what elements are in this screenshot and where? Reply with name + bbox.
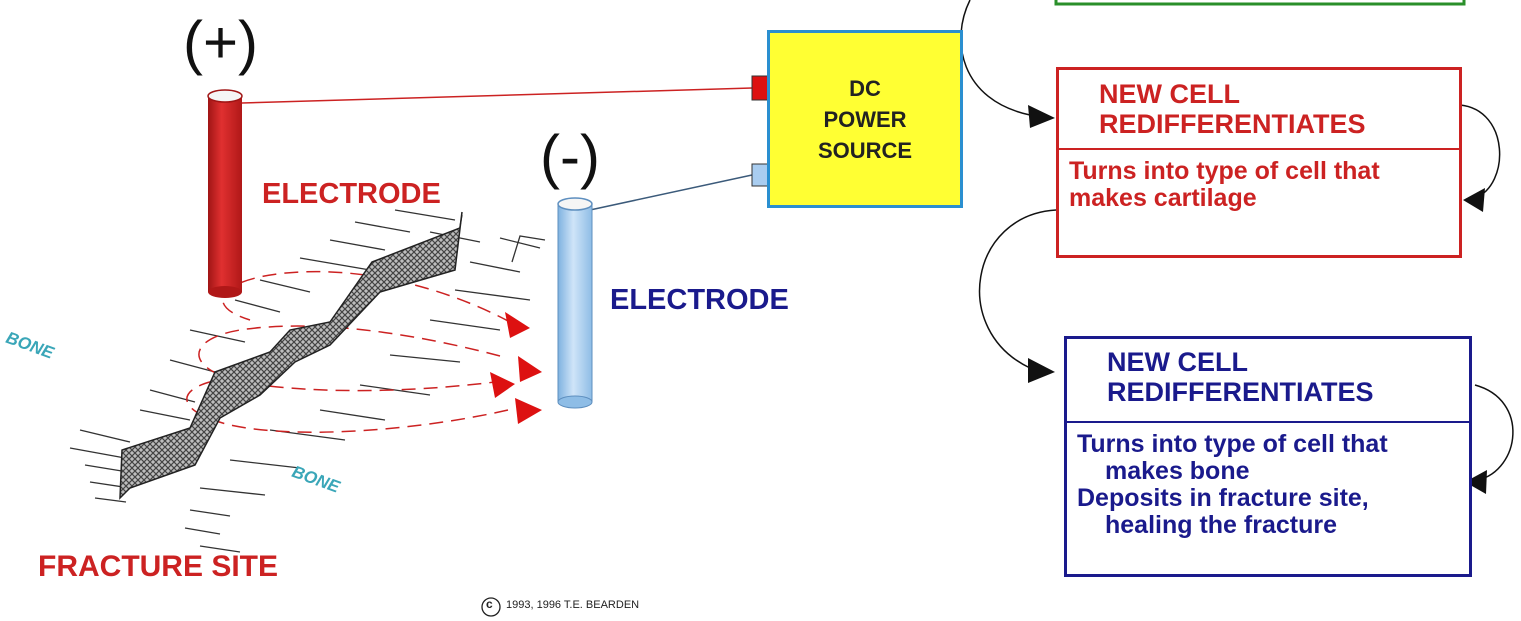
electrode-label-positive: ELECTRODE [262,178,441,210]
top-box-green [1054,0,1466,6]
flow-box-cartilage-body-2: makes cartilage [1069,184,1257,212]
connector-curve-2 [1459,104,1501,199]
arrowhead-1 [1028,105,1055,128]
electrode-label-negative: ELECTRODE [610,284,789,316]
arrowhead-2 [1463,188,1485,212]
power-line-2: POWER [823,107,907,132]
flow-box-cartilage: NEW CELL REDIFFERENTIATES Turns into typ… [1056,67,1462,258]
wire-negative [589,174,753,211]
field-arrow-4 [515,398,542,424]
fracture-shape [119,211,463,500]
dc-power-source-box: DC POWER SOURCE [767,30,963,208]
flow-box-bone-title-1: NEW CELL [1107,347,1248,377]
arrowhead-3 [1028,358,1055,383]
negative-sign: (-) [540,123,600,190]
negative-electrode [557,197,593,409]
flow-box-bone-body-1: Turns into type of cell that [1077,430,1388,458]
fracture-site-label: FRACTURE SITE [38,550,278,583]
flow-box-cartilage-title-1: NEW CELL [1099,79,1240,109]
flow-box-bone-title-2: REDIFFERENTIATES [1107,377,1374,407]
positive-electrode [207,89,243,298]
flow-box-bone-body-3: Deposits in fracture site, [1077,484,1369,512]
power-line-3: SOURCE [817,138,913,163]
copyright-symbol: c [486,597,493,611]
flow-box-cartilage-title-2: REDIFFERENTIATES [1099,109,1366,139]
flow-box-cartilage-body-1: Turns into type of cell that [1069,157,1380,185]
copyright-text: 1993, 1996 T.E. BEARDEN [506,599,640,611]
flow-box-bone: NEW CELL REDIFFERENTIATES Turns into typ… [1064,336,1472,577]
field-arrow-1 [505,312,530,338]
power-line-1: DC [849,76,881,101]
wire-positive [241,87,753,104]
connector-curve-1 [960,0,1031,116]
flow-box-bone-body-2: makes bone [1105,457,1250,485]
positive-sign: (+) [183,9,258,76]
field-arrow-2 [518,356,542,382]
electric-field-lines [186,270,511,433]
copyright-circle [481,597,501,617]
connector-curve-3 [978,209,1057,369]
connector-curve-4 [1474,384,1514,481]
flow-box-bone-body-4: healing the fracture [1105,511,1337,539]
arrowhead-4 [1465,470,1487,494]
field-arrow-3 [490,372,515,398]
bone-fibers [69,209,546,553]
